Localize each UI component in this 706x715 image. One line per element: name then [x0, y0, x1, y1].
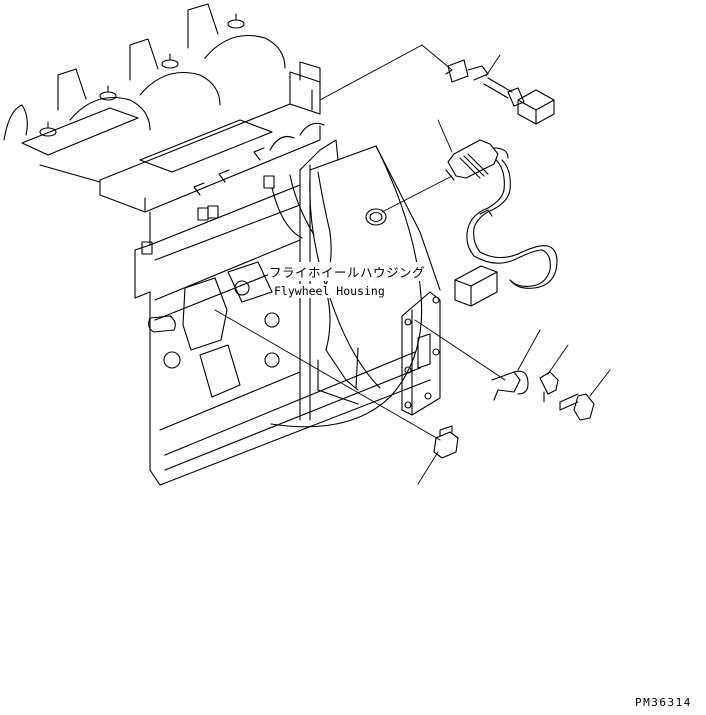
o-ring — [366, 209, 386, 225]
leader-lines — [215, 45, 610, 484]
engine-block — [135, 165, 430, 485]
top-sensor — [446, 60, 554, 124]
flywheel-housing-label-en: Flywheel Housing — [273, 284, 386, 298]
flywheel-housing-label-jp: フライホイールハウジング — [268, 262, 427, 281]
mounting-bracket — [402, 292, 440, 415]
cylinder-head — [4, 4, 324, 212]
speed-sensor — [446, 140, 557, 306]
drawing-number: PM36314 — [635, 696, 692, 709]
clamp-and-bolts — [434, 371, 594, 458]
